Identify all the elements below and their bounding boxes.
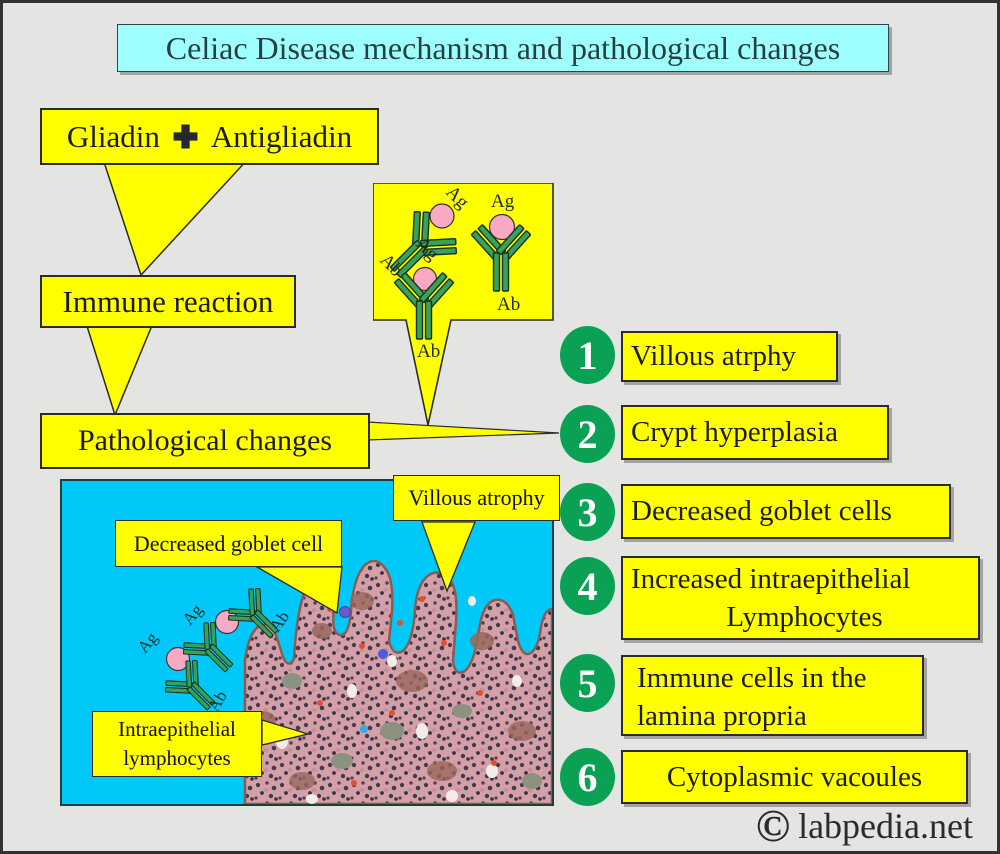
antigliadin-label: Antigliadin <box>210 118 353 154</box>
iel-pointer <box>261 719 311 746</box>
step-label: Decreased goblet cells <box>631 495 892 527</box>
antigen-icon <box>488 213 516 241</box>
step-3-badge: 3 <box>560 483 615 541</box>
copyright-icon: © <box>755 800 791 851</box>
micrograph-art: Ag Ab Ag Ab <box>134 521 552 804</box>
watermark: © labpedia.net <box>755 800 973 851</box>
ag-label: Ag <box>491 191 515 212</box>
gliadin-antigliadin-box: Gliadin Antigliadin <box>40 108 379 165</box>
step-2-box: Crypt hyperplasia <box>621 405 889 460</box>
goblet-cell-dot <box>339 606 351 618</box>
goblet-cell-dot <box>378 649 388 659</box>
step-label: Crypt hyperplasia <box>631 416 838 448</box>
immune-to-patho-funnel <box>84 322 155 418</box>
villous-atrophy-label: Villous atrophy <box>408 485 545 510</box>
gliadin-label: Gliadin <box>66 118 160 154</box>
step-label-line2: lamina propria <box>637 700 807 732</box>
antigen-antibody-box: Ag Ag Ab Ab Ag Ab <box>373 183 554 426</box>
step-1-box: Villous atrphy <box>621 331 838 382</box>
watermark-site: labpedia.net <box>798 806 973 846</box>
iel-callout: Intraepithelial lymphocytes <box>92 711 262 777</box>
step-label: Villous atrphy <box>631 340 796 372</box>
step-1-badge: 1 <box>560 326 615 384</box>
step-number: 4 <box>577 563 598 609</box>
micrograph-panel: Ag Ab Ag Ab Decreased goblet cell Intrae… <box>60 479 554 806</box>
step-label-line1: Increased intraepithelial <box>631 563 911 595</box>
tissue-patches <box>248 592 542 804</box>
iel-label-line1: Intraepithelial <box>118 717 236 741</box>
step-4-badge: 4 <box>560 557 615 615</box>
step-4-box: Increased intraepithelial Lymphocytes <box>621 556 980 640</box>
step-number: 2 <box>577 411 598 457</box>
page-title: Celiac Disease mechanism and pathologica… <box>117 24 889 72</box>
ab-label: Ab <box>417 341 440 362</box>
step-2-badge: 2 <box>560 405 615 463</box>
flow-connectors <box>84 158 560 441</box>
villous-atrophy-pointer <box>421 521 476 593</box>
goblet-cell-dot <box>360 725 368 733</box>
step-label: Cytoplasmic vacoules <box>666 761 923 793</box>
goblet-pointer <box>254 566 343 615</box>
antigen-icon <box>429 203 455 229</box>
goblet-callout-label: Decreased goblet cell <box>133 530 324 556</box>
step-label-line2: Lymphocytes <box>726 601 883 633</box>
step-label-line1: Immune cells in the <box>637 662 867 694</box>
ag-label: Ag <box>179 600 207 629</box>
pathological-changes-label: Pathological changes <box>77 424 333 457</box>
antibody-box-bubble <box>373 183 554 426</box>
step-6-box: Cytoplasmic vacoules <box>621 750 968 804</box>
villous-atrophy-callout: Villous atrophy <box>393 475 560 521</box>
step-number: 3 <box>577 489 598 535</box>
step-number: 5 <box>577 660 598 706</box>
step-3-box: Decreased goblet cells <box>621 484 951 539</box>
immune-reaction-box: Immune reaction <box>40 275 296 328</box>
pathological-changes-box: Pathological changes <box>40 413 370 469</box>
step-6-badge: 6 <box>560 748 615 806</box>
page-title-text: Celiac Disease mechanism and pathologica… <box>165 29 841 66</box>
ab-label: Ab <box>497 294 520 315</box>
step-number: 1 <box>577 332 598 378</box>
step-5-box: Immune cells in the lamina propria <box>621 655 924 736</box>
plus-icon <box>173 124 198 149</box>
gliadin-to-immune-funnel <box>101 158 250 277</box>
immune-reaction-label: Immune reaction <box>62 283 274 319</box>
step-5-badge: 5 <box>560 654 615 712</box>
ag-label: Ag <box>134 628 162 657</box>
goblet-callout: Decreased goblet cell <box>115 520 342 567</box>
step-number: 6 <box>577 754 598 800</box>
iel-label-line2: lymphocytes <box>123 746 231 770</box>
